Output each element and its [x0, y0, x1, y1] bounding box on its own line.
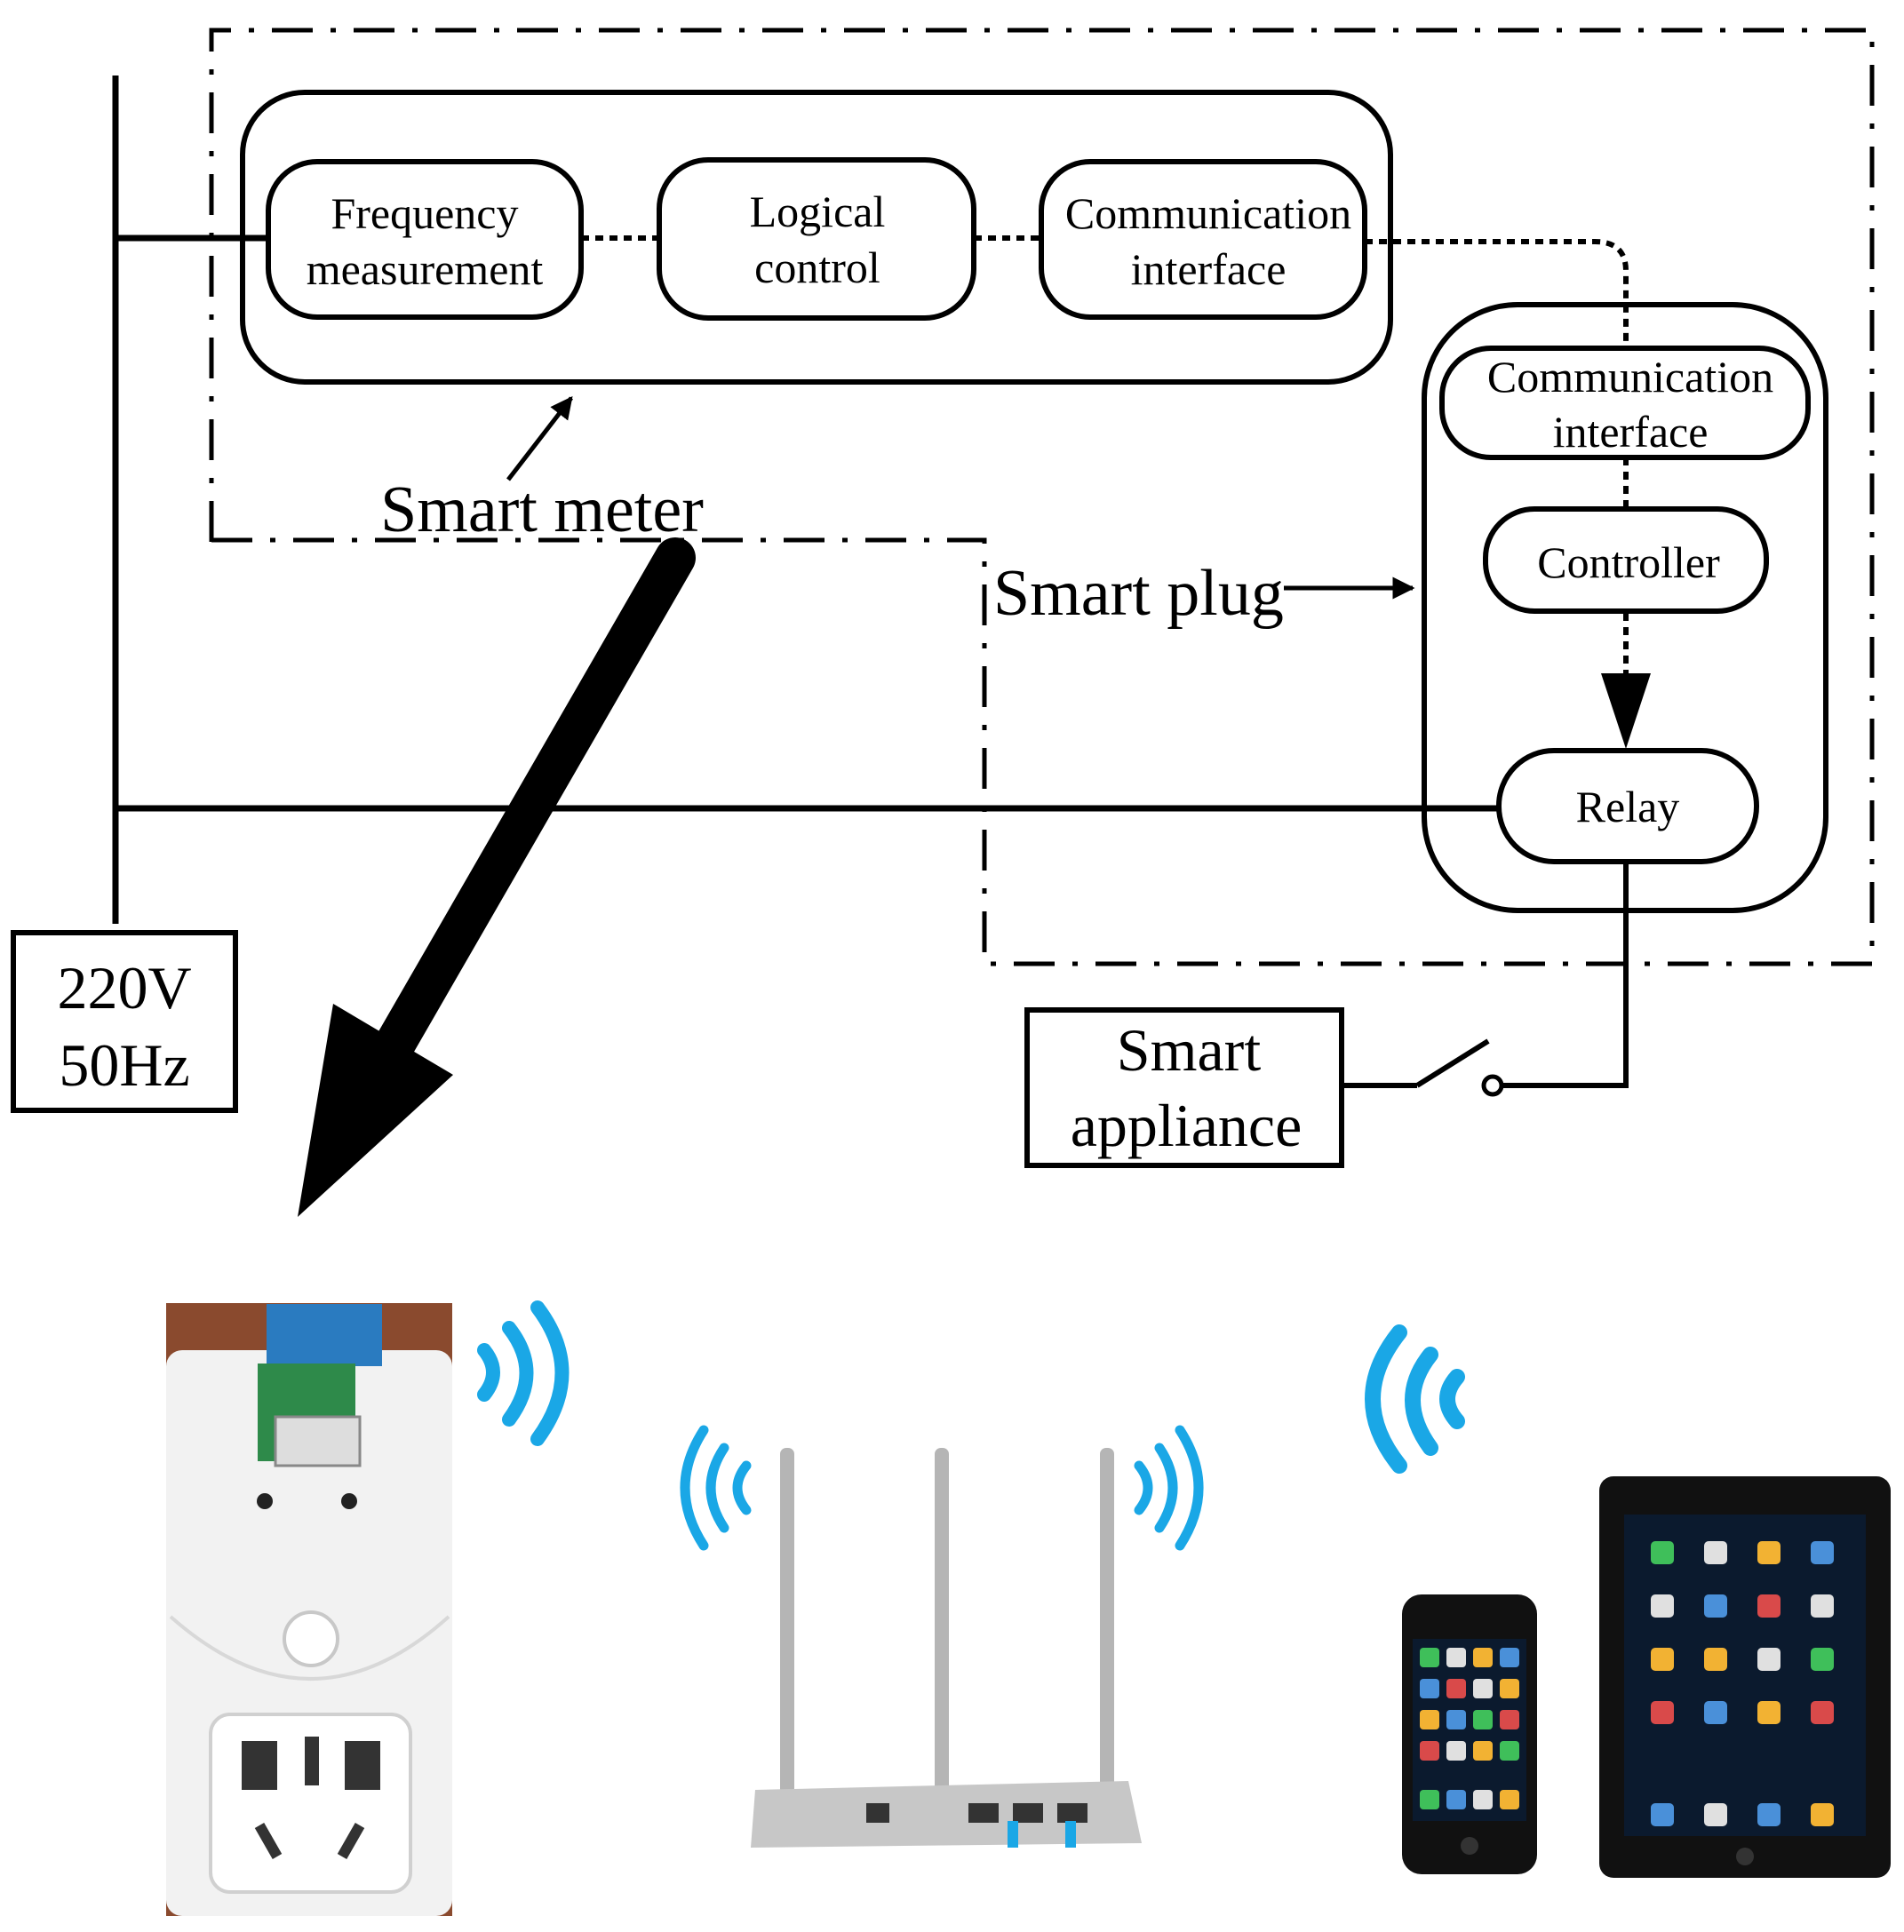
logical-control-module: Logical control	[657, 157, 976, 321]
controller-module: Controller	[1483, 506, 1769, 614]
meter-comm-label-line1: Communication	[1065, 188, 1351, 238]
power-source-box: 220V 50Hz	[11, 930, 238, 1113]
smart-meter-label: Smart meter	[380, 473, 704, 546]
relay-module: Relay	[1496, 748, 1759, 864]
smart-appliance-box: Smart appliance	[1024, 1007, 1344, 1168]
smartphone-photo	[1402, 1594, 1537, 1874]
meter-comm-label-line2: interface	[1131, 244, 1287, 294]
router-wifi-left-icon	[680, 1425, 752, 1551]
plug-wifi-icon	[477, 1300, 570, 1446]
frequency-measurement-module: Frequency measurement	[266, 159, 584, 320]
wifi-router-photo	[751, 1448, 1142, 1848]
tablet-photo	[1599, 1476, 1891, 1878]
mobile-wifi-icon	[1365, 1324, 1465, 1474]
power-frequency-label: 50Hz	[59, 1031, 189, 1099]
relay-label: Relay	[1576, 782, 1680, 831]
plug-comm-label-line1: Communication	[1487, 352, 1773, 402]
plug-comm-label-line2: interface	[1553, 407, 1709, 457]
smart-plug-device-photo	[166, 1303, 452, 1916]
meter-dotted-links	[581, 235, 1629, 680]
controller-label: Controller	[1537, 537, 1720, 587]
smart-plug-label: Smart plug	[993, 557, 1284, 630]
tablet-app-grid	[1651, 1541, 1834, 1826]
logical-label-line1: Logical	[750, 187, 886, 236]
power-voltage-label: 220V	[57, 954, 191, 1022]
frequency-label-line2: measurement	[307, 244, 544, 294]
smart-meter-pointer-arrow	[506, 396, 573, 481]
smart-meter-boundary	[209, 28, 1875, 966]
smart-meter-container	[240, 90, 1393, 385]
logical-label-line2: control	[754, 242, 880, 292]
router-wifi-right-icon	[1134, 1425, 1204, 1551]
plug-communication-interface-module: Communication interface	[1439, 346, 1811, 460]
controller-to-relay-arrowhead	[1601, 673, 1651, 749]
appliance-circuit	[1343, 862, 1629, 1088]
appliance-label-line2: appliance	[1071, 1092, 1303, 1159]
switch-contact-icon	[1481, 1074, 1504, 1097]
frequency-label-line1: Frequency	[331, 188, 518, 238]
meter-communication-interface-module: Communication interface	[1039, 159, 1367, 320]
phone-app-grid	[1420, 1648, 1519, 1809]
big-arrow-to-devices	[298, 537, 696, 1217]
appliance-label-line1: Smart	[1117, 1016, 1262, 1084]
